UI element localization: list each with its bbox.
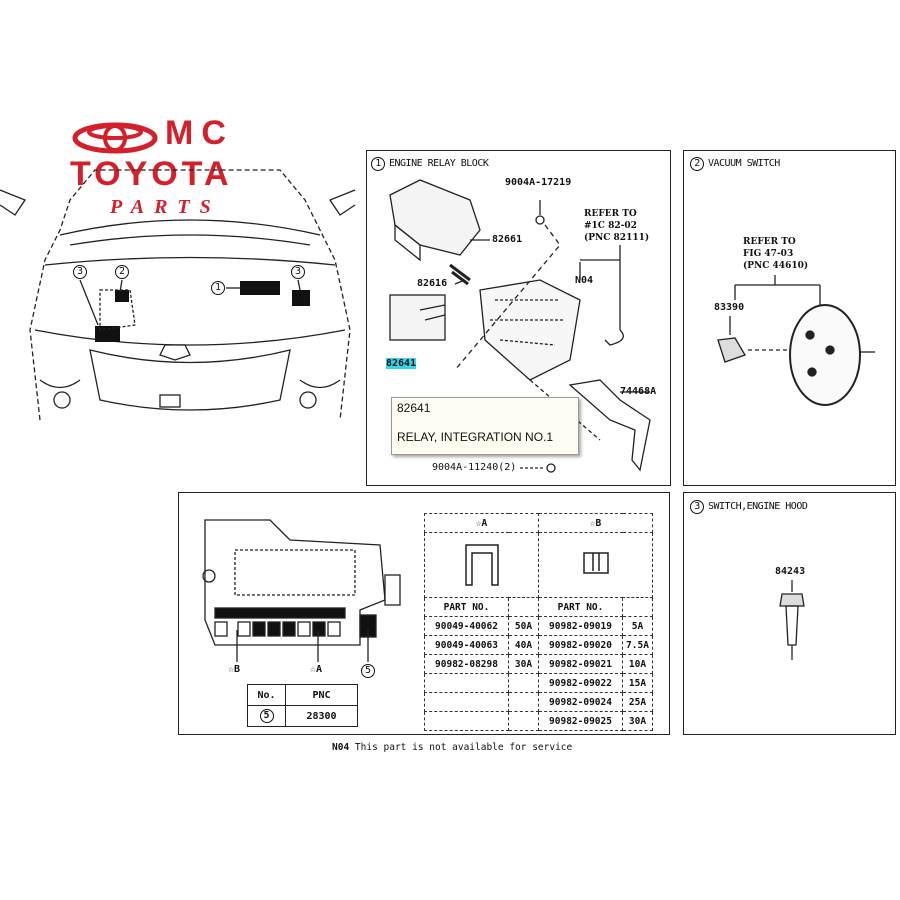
label-n04: N04 [575, 275, 594, 286]
large-fuse-icon [464, 543, 499, 586]
panel1-title-text: ENGINE RELAY BLOCK [389, 158, 489, 169]
label-bolt-bottom: 9004A-11240(2) [432, 462, 517, 473]
label-83390: 83390 [714, 302, 745, 313]
label-bolt-top: 9004A-17219 [505, 177, 572, 188]
callout-2: 2 [115, 265, 129, 279]
callout-3-left: 3 [73, 265, 87, 279]
panel2-title: 2 VACUUM SWITCH [690, 157, 780, 171]
panel-vacuum-switch [683, 150, 896, 486]
marker-5: 5 [361, 664, 375, 678]
part-tooltip: 82641 RELAY, INTEGRATION NO.1 [391, 397, 579, 455]
panel1-number: 1 [371, 157, 385, 171]
footnote-text: This part is not available for service [354, 742, 573, 753]
tooltip-part-number: 82641 [397, 401, 431, 415]
label-fuse-82616: 82616 [417, 278, 448, 289]
footnote: N04 This part is not available for servi… [332, 742, 572, 753]
toyota-emblem-icon [72, 122, 158, 154]
panel1-title: 1 ENGINE RELAY BLOCK [371, 157, 489, 171]
footnote-code: N04 [332, 742, 350, 753]
panel-engine-hood-switch [683, 492, 896, 735]
pnc-row-no: 5 [259, 709, 274, 723]
marker-b: ☆B [228, 664, 241, 675]
refer-to-82111: REFER TO #1C 82-02 (PNC 82111) [584, 209, 650, 243]
label-84243: 84243 [775, 566, 806, 577]
logo-sub: PARTS [110, 196, 221, 218]
tooltip-description: RELAY, INTEGRATION NO.1 [397, 430, 554, 444]
refer-to-44610: REFER TO FIG 47-03 (PNC 44610) [743, 237, 809, 271]
mini-fuse-icon [582, 551, 609, 574]
label-cover-82661: 82661 [492, 234, 523, 245]
marker-a: ☆A [310, 664, 323, 675]
panel3-title-text: SWITCH,ENGINE HOOD [708, 501, 808, 512]
fuse-a-image [424, 532, 539, 598]
label-relay-82641[interactable]: 82641 [386, 358, 417, 369]
panel2-number: 2 [690, 157, 704, 171]
panel3-title: 3 SWITCH,ENGINE HOOD [690, 500, 808, 514]
panel3-number: 3 [690, 500, 704, 514]
callout-1: 1 [211, 281, 225, 295]
logo-brand: TOYOTA [70, 155, 233, 193]
fuse-b-image [538, 532, 653, 598]
callout-3-right: 3 [291, 265, 305, 279]
panel2-title-text: VACUUM SWITCH [708, 158, 780, 169]
car-outline-icon [0, 169, 356, 421]
pnc-row-value: 28300 [285, 705, 358, 727]
logo-mc: MC [165, 114, 234, 152]
amp-b: 30A [622, 711, 653, 731]
label-bracket-74468a: 74468A [620, 386, 657, 397]
